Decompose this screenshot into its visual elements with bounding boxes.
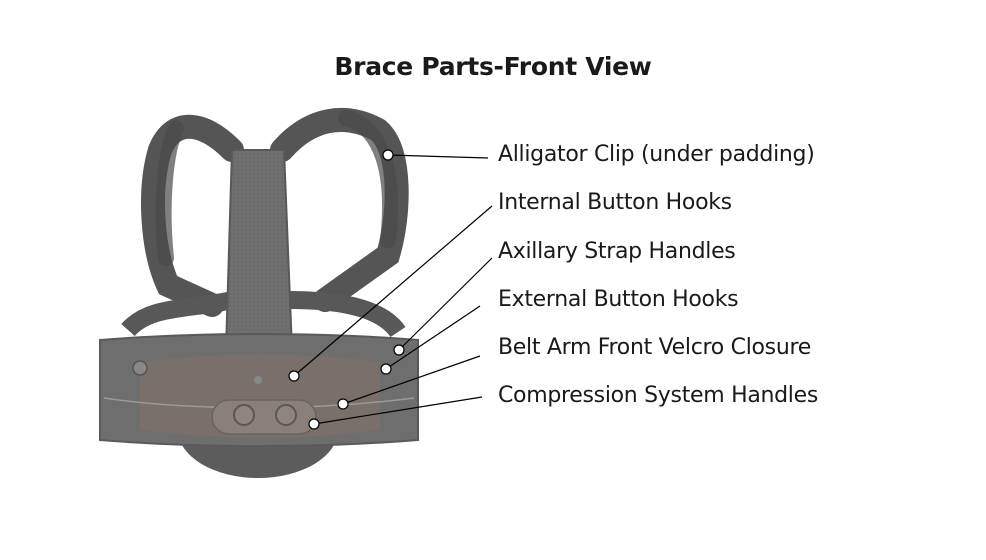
callout-markers	[288, 149, 405, 430]
left-axillary-strap	[121, 291, 235, 337]
leader-alligator-clip	[387, 154, 489, 159]
diagram-title: Brace Parts-Front View	[334, 52, 652, 81]
marker-compression-handles	[308, 418, 320, 430]
marker-belt-arm-velcro	[337, 398, 349, 410]
center-back-panel	[224, 149, 294, 351]
left-side-button	[132, 360, 148, 376]
leader-compression-handles	[313, 396, 483, 425]
right-axillary-strap	[289, 291, 406, 338]
marker-axillary-strap-handles	[393, 344, 405, 356]
label-axillary-strap-handles: Axillary Strap Handles	[498, 239, 736, 264]
belt-panel	[140, 354, 380, 438]
brace-illustration	[99, 108, 419, 478]
marker-external-button-hooks	[380, 363, 392, 375]
leader-lines	[293, 154, 493, 425]
leader-internal-button-hooks	[293, 205, 493, 377]
label-alligator-clip: Alligator Clip (under padding)	[498, 142, 815, 167]
compression-handle-plate	[211, 399, 317, 435]
left-shoulder-padding	[155, 120, 184, 266]
leader-external-button-hooks	[385, 305, 481, 370]
compression-handle-right	[275, 404, 297, 426]
marker-internal-button-hooks	[288, 370, 300, 382]
leader-axillary-strap-handles	[398, 257, 493, 351]
leader-belt-arm-velcro	[342, 355, 481, 405]
label-external-button-hooks: External Button Hooks	[498, 287, 739, 312]
label-belt-arm-velcro: Belt Arm Front Velcro Closure	[498, 335, 811, 360]
label-internal-button-hooks: Internal Button Hooks	[498, 190, 732, 215]
marker-alligator-clip	[382, 149, 394, 161]
label-compression-handles: Compression System Handles	[498, 383, 819, 408]
compression-handle-left	[233, 404, 255, 426]
center-button	[254, 376, 262, 384]
